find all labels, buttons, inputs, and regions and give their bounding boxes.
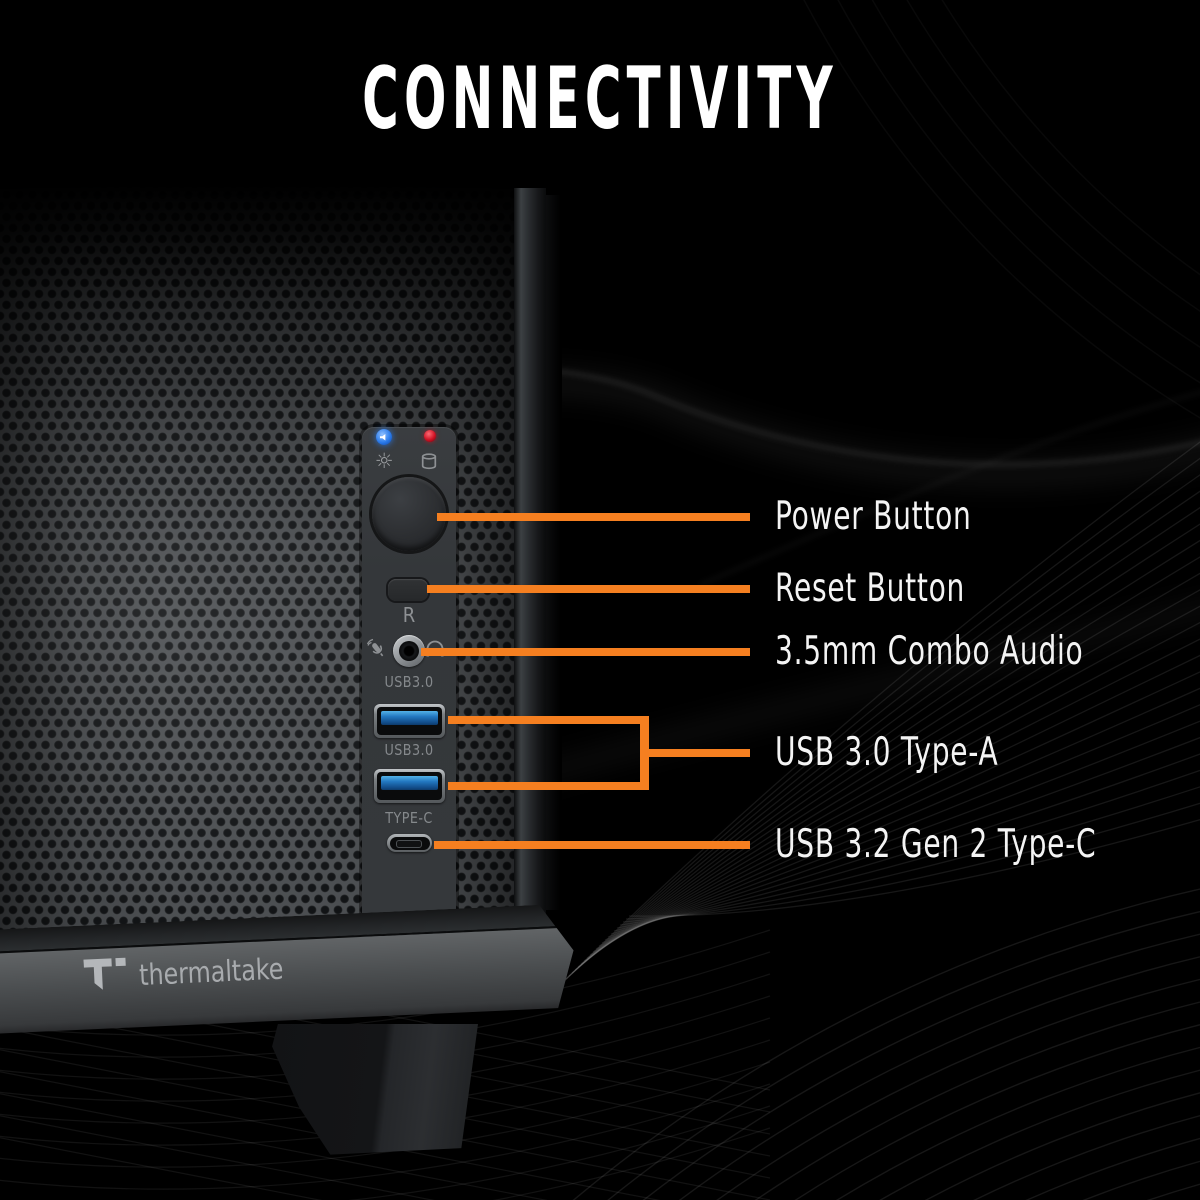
mic-icon <box>366 638 384 657</box>
case-corner-frame <box>514 188 546 916</box>
usb-port-1-cavity <box>377 707 442 735</box>
reset-button <box>388 579 428 601</box>
type-c-port-label: TYPE-C <box>385 809 433 827</box>
callout-label-audio: 3.5mm Combo Audio <box>775 629 1084 674</box>
hdd-icon <box>421 453 437 470</box>
case-side-edge <box>546 195 562 910</box>
brand-logo: thermaltake <box>83 944 315 994</box>
callout-line-power <box>437 513 750 521</box>
callout-line-usb-mid <box>640 749 750 757</box>
bezel-logo-bar: thermaltake <box>0 927 576 1034</box>
usb-port-1 <box>374 704 445 738</box>
callout-line-usb2 <box>448 782 649 790</box>
usb-port-1-label: USB3.0 <box>384 673 434 691</box>
brand-logo-text: thermaltake <box>138 951 285 993</box>
power-button <box>372 477 446 551</box>
callout-label-power: Power Button <box>775 494 972 539</box>
case-foot <box>272 1024 478 1155</box>
callout-line-audio <box>421 648 750 656</box>
tt-logo-icon <box>83 953 129 995</box>
usbc-port-slot <box>396 839 422 848</box>
usb-port-2-blue-tongue <box>381 776 438 790</box>
page-title: CONNECTIVITY <box>362 49 838 149</box>
callout-line-usb1 <box>448 716 649 724</box>
usb-port-1-blue-tongue <box>381 711 438 725</box>
hdd-led <box>424 430 436 442</box>
callout-line-reset <box>427 585 750 593</box>
power-led-speaker-glyph <box>379 434 386 441</box>
callout-label-reset: Reset Button <box>775 566 966 611</box>
usb-port-2-label: USB3.0 <box>384 741 434 759</box>
light-icon: ☼ <box>374 449 394 473</box>
power-led <box>376 429 392 445</box>
usb-port-2 <box>374 769 445 803</box>
front-io-panel: ☼ R <box>362 427 456 913</box>
usb-port-2-cavity <box>377 772 442 800</box>
callout-label-type-c: USB 3.2 Gen 2 Type-C <box>775 822 1097 867</box>
usbc-port <box>387 834 432 852</box>
reset-marking: R <box>402 603 416 627</box>
callout-label-usb-a: USB 3.0 Type-A <box>775 730 999 775</box>
audio-jack <box>393 635 425 667</box>
callout-line-typec <box>434 841 750 849</box>
bottom-bezel: thermaltake <box>0 903 576 1041</box>
